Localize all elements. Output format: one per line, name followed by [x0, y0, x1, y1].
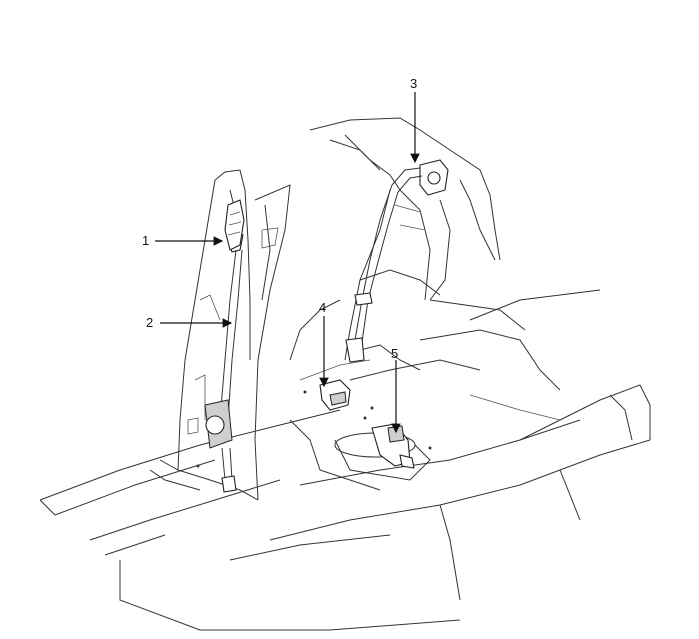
mounting-points	[196, 390, 432, 468]
b-pillar	[149, 169, 291, 501]
rear-seat-belt	[345, 159, 449, 363]
rear-buckle-right	[371, 423, 415, 469]
vehicle-floor-frame	[39, 289, 651, 631]
callout-leaders	[155, 92, 420, 434]
rear-buckle-left	[319, 379, 351, 411]
rear-quarter-panel	[289, 117, 501, 361]
callout-2: 2	[146, 315, 154, 330]
callout-4: 4	[319, 300, 327, 315]
front-seat-belt	[204, 231, 244, 493]
callout-5: 5	[391, 346, 399, 361]
height-adjuster	[224, 199, 245, 251]
callout-1: 1	[142, 233, 150, 248]
callout-3: 3	[410, 76, 418, 91]
